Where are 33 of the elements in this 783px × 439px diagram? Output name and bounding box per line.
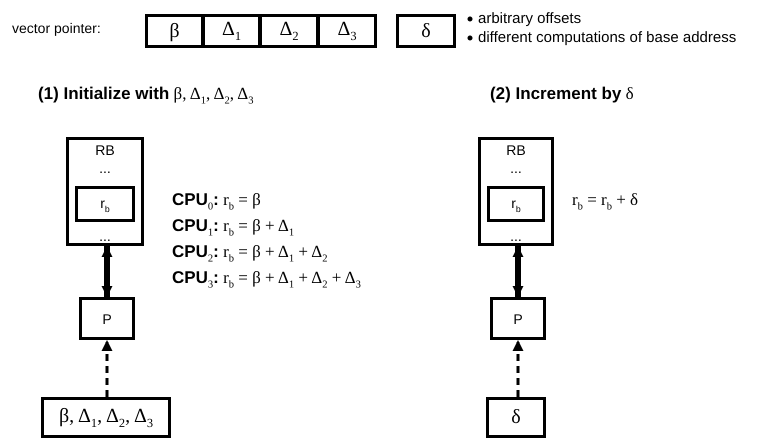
box-title: RB bbox=[505, 142, 527, 158]
bullet-item: arbitrary offsets bbox=[478, 10, 582, 27]
processor-box: P bbox=[79, 297, 135, 340]
register-box: r$_{b}$ bbox=[75, 186, 135, 222]
section-heading: (1) Initialize with β, Δ$_{1}$, Δ$_{2}$, Δ$_{3}$ bbox=[38, 84, 254, 106]
vector-cell: δ bbox=[396, 14, 456, 48]
ellipsis-text: ... bbox=[509, 160, 523, 176]
ellipsis-text: ... bbox=[509, 228, 523, 244]
ellipsis-text: ... bbox=[98, 228, 112, 244]
section-heading: (2) Increment by δ bbox=[490, 84, 634, 104]
vector-cell: Δ$_{1}$ bbox=[202, 14, 261, 48]
ellipsis-text: ... bbox=[98, 160, 112, 176]
vector-cell: Δ$_{3}$ bbox=[317, 14, 377, 48]
processor-box: P bbox=[490, 297, 546, 340]
register-box: r$_{b}$ bbox=[487, 186, 545, 222]
bullet-item: different computations of base address bbox=[478, 29, 736, 46]
arrow bbox=[512, 246, 524, 297]
vector-cell: β, Δ$_{1}$, Δ$_{2}$, Δ$_{3}$ bbox=[41, 397, 171, 438]
caption-text: vector pointer: bbox=[12, 20, 101, 36]
register-bank-box bbox=[66, 137, 144, 246]
equation-text: CPU$_{3}$: r$_{b}$ = β + Δ$_{1}$ + Δ$_{2}$ + Δ$_{3}$ bbox=[172, 268, 361, 290]
vector-cell: δ bbox=[486, 397, 546, 438]
equation-text: CPU$_{1}$: r$_{b}$ = β + Δ$_{1}$ bbox=[172, 216, 294, 238]
equation-text: CPU$_{0}$: r$_{b}$ = β bbox=[172, 190, 261, 212]
equation-text: CPU$_{2}$: r$_{b}$ = β + Δ$_{1}$ + Δ$_{2}$ bbox=[172, 242, 328, 264]
vector-cell: Δ$_{2}$ bbox=[259, 14, 319, 48]
vector-cell: β bbox=[145, 14, 204, 48]
equation-text: r$_{b}$ = r$_{b}$ + δ bbox=[572, 190, 638, 212]
dashed-arrow bbox=[102, 340, 112, 397]
arrow bbox=[102, 246, 112, 297]
register-bank-box bbox=[478, 137, 554, 246]
box-title: RB bbox=[94, 142, 116, 158]
dashed-arrow bbox=[512, 340, 524, 397]
